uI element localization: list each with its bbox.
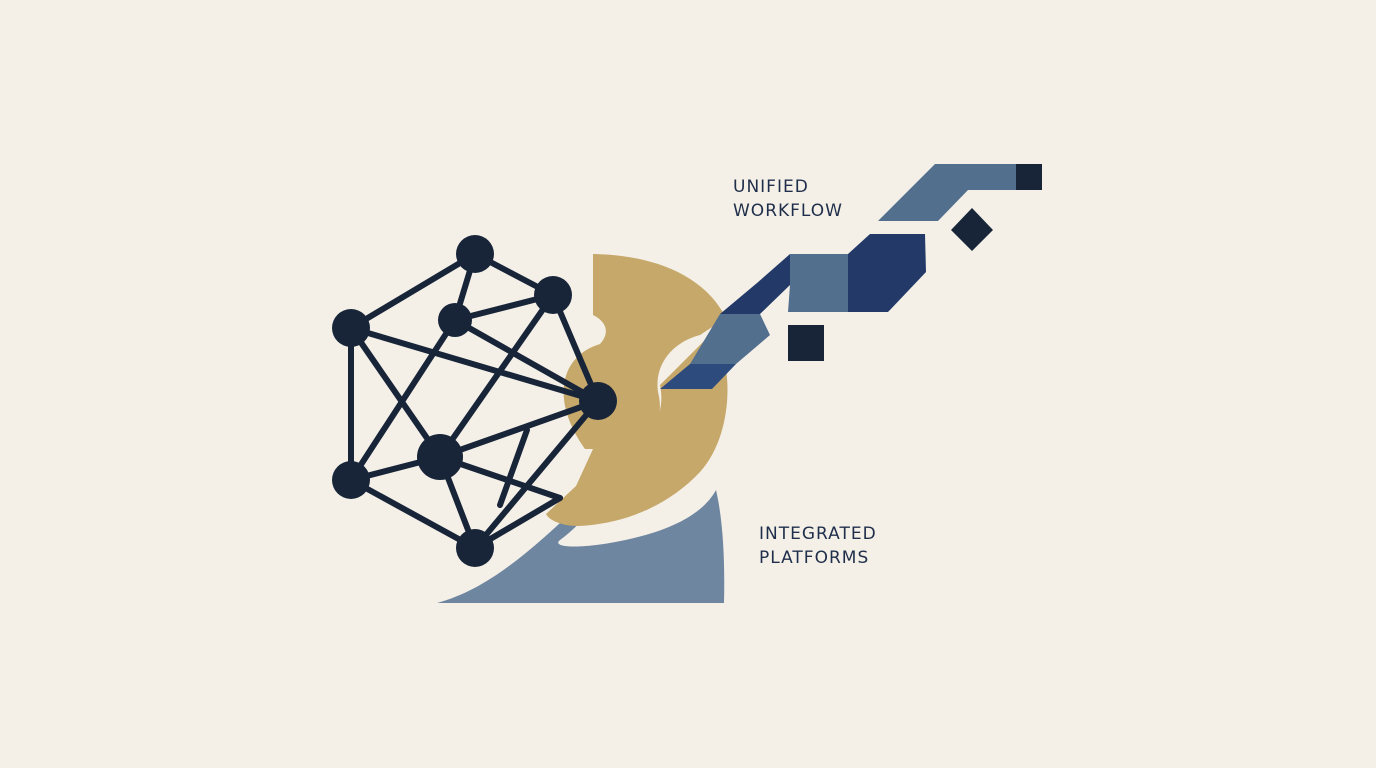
network-edge — [550, 292, 601, 404]
integrated-platforms-label: INTEGRATED PLATFORMS — [759, 522, 877, 570]
unified-workflow-line-1: UNIFIED — [733, 177, 809, 197]
network-edge — [348, 477, 478, 551]
network-edge — [348, 251, 478, 331]
network-node — [332, 309, 370, 347]
network-nodes — [332, 235, 617, 567]
square-accent — [788, 325, 824, 361]
blue-wave-shape — [437, 468, 725, 603]
network-edge — [497, 427, 530, 508]
ribbon-segment-3 — [720, 254, 790, 314]
network-edge — [437, 292, 556, 460]
ribbon-segment-1 — [660, 364, 736, 389]
ribbon-segment-4 — [788, 254, 848, 312]
network-edge — [437, 398, 601, 460]
integrated-platforms-line-2: PLATFORMS — [759, 548, 870, 568]
ribbon-segment-5 — [848, 234, 926, 312]
network-edge — [348, 325, 601, 404]
unified-workflow-line-2: WORKFLOW — [733, 201, 843, 221]
network-node — [332, 461, 370, 499]
network-edge — [348, 325, 443, 460]
network-node — [534, 276, 572, 314]
network-node — [579, 382, 617, 420]
network-node — [417, 434, 463, 480]
network-node — [456, 529, 494, 567]
network-node — [438, 303, 472, 337]
network-node — [456, 235, 494, 273]
ribbon-segment-2 — [690, 314, 770, 364]
network-edge — [452, 317, 601, 404]
integrated-platforms-line-1: INTEGRATED — [759, 524, 877, 544]
ribbon-end-block — [1016, 164, 1042, 190]
diamond-accent — [951, 208, 993, 251]
ribbon-segment-6 — [878, 164, 1016, 221]
unified-workflow-label: UNIFIED WORKFLOW — [733, 175, 843, 223]
network-edge — [472, 398, 601, 551]
